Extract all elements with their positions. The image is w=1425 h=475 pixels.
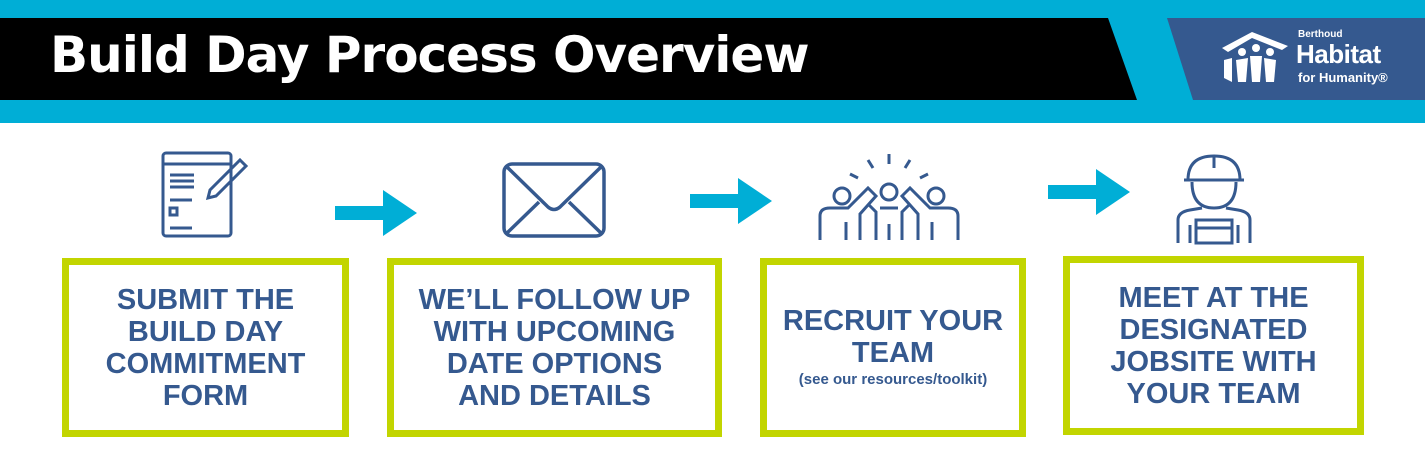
- arrow-right-icon: [335, 190, 417, 236]
- step-text: JOBSITE WITH: [1110, 345, 1317, 378]
- form-pencil-icon: [161, 151, 249, 238]
- step-note: (see our resources/toolkit): [798, 370, 988, 388]
- step-text: TEAM: [851, 336, 935, 369]
- construction-worker-icon: [1176, 154, 1252, 245]
- step-text: RECRUIT YOUR: [782, 304, 1004, 337]
- title-bar: [0, 18, 1137, 100]
- step-text: FORM: [162, 379, 249, 412]
- arrow-right-icon: [1048, 169, 1130, 215]
- team-celebrate-icon: [818, 154, 960, 240]
- envelope-icon: [502, 162, 606, 238]
- step-text: AND DETAILS: [458, 379, 651, 412]
- habitat-logo: Berthoud Habitat for Humanity®: [1167, 18, 1425, 100]
- step-text: DATE OPTIONS: [446, 347, 663, 380]
- step-text: COMMITMENT: [105, 347, 306, 380]
- arrow-right-icon: [690, 178, 772, 224]
- step-text: WE’LL FOLLOW UP: [418, 283, 691, 316]
- step-text: DESIGNATED: [1119, 313, 1308, 346]
- step-text: BUILD DAY: [127, 315, 284, 348]
- step-text: MEET AT THE: [1118, 281, 1309, 314]
- step-text: WITH UPCOMING: [433, 315, 676, 348]
- habitat-house-icon: [1222, 32, 1288, 82]
- page-title: Build Day Process Overview: [50, 26, 810, 84]
- step-text: SUBMIT THE: [116, 283, 295, 316]
- step-text: YOUR TEAM: [1126, 377, 1301, 410]
